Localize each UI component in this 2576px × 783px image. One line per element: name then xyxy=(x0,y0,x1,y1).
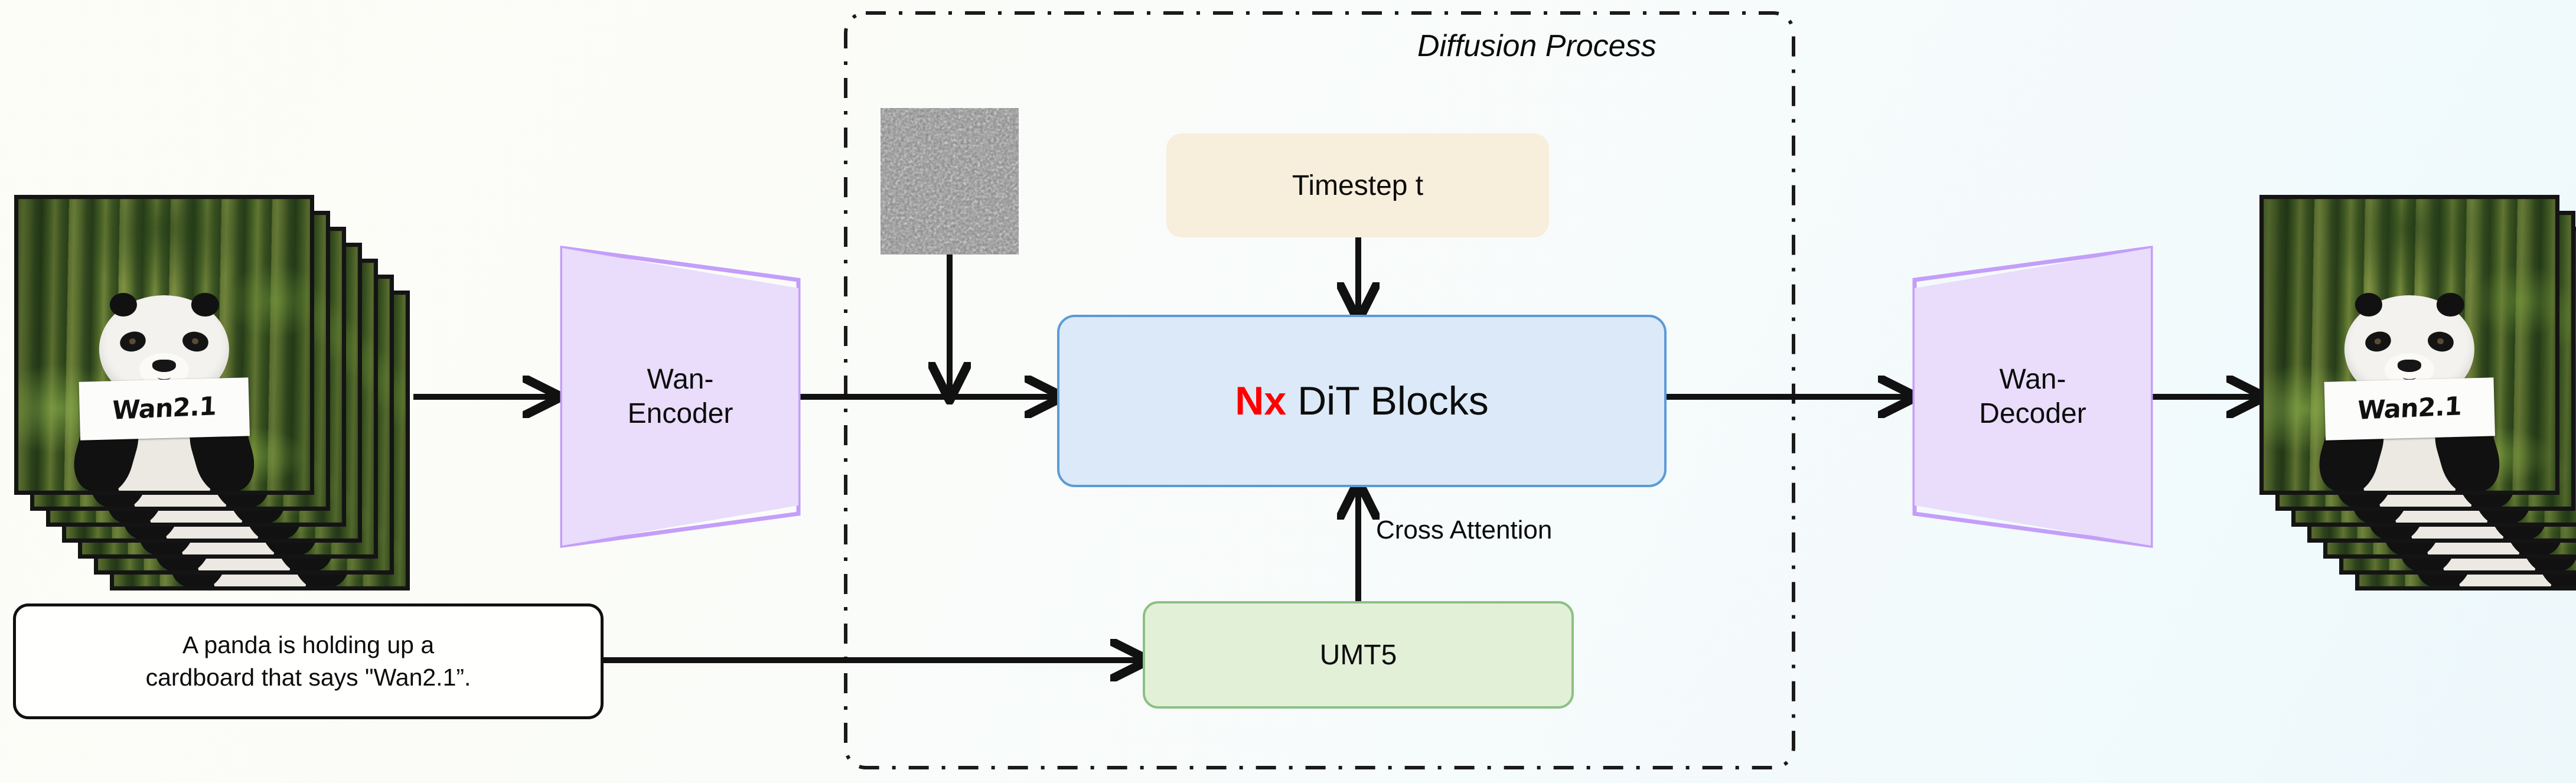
wan-sign-text: Wan2.1 xyxy=(2356,392,2463,426)
wan-sign-text: Wan2.1 xyxy=(111,392,217,426)
prompt-line-2: cardboard that says "Wan2.1”. xyxy=(145,664,471,691)
dit-blocks-count: N xyxy=(1235,379,1264,423)
prompt-line-1: A panda is holding up a xyxy=(182,631,435,659)
dit-blocks-node[interactable]: Nx DiT Blocks xyxy=(1057,315,1667,487)
wan-sign: Wan2.1 xyxy=(2324,377,2495,441)
wan-encoder-label-line2: Encoder xyxy=(627,398,733,429)
video-frame-front: Wan2.1 xyxy=(2259,195,2559,495)
wan-sign: Wan2.1 xyxy=(79,377,250,441)
diffusion-process-title: Diffusion Process xyxy=(1417,29,1657,63)
umt5-node[interactable]: UMT5 xyxy=(1143,601,1574,709)
panda-photo: Wan2.1 xyxy=(2264,199,2555,491)
panda-photo: Wan2.1 xyxy=(18,199,310,491)
umt5-label: UMT5 xyxy=(1319,639,1397,671)
wan-decoder-label-line1: Wan- xyxy=(1999,364,2066,396)
wan-decoder-node[interactable]: Wan- Decoder xyxy=(1915,248,2151,546)
dit-blocks-label: DiT Blocks xyxy=(1297,379,1489,423)
cross-attention-label: Cross Attention xyxy=(1376,516,1553,544)
wan-decoder-label-line2: Decoder xyxy=(1979,398,2086,429)
input-video-frame-stack[interactable]: Wan2.1Wan2.1Wan2.1Wan2.1Wan2.1Wan2.1Wan2… xyxy=(14,195,428,590)
timestep-node[interactable]: Timestep t xyxy=(1166,133,1549,237)
prompt-text-box[interactable]: A panda is holding up a cardboard that s… xyxy=(13,603,604,719)
video-frame-front: Wan2.1 xyxy=(14,195,314,495)
wan-encoder-label-line1: Wan- xyxy=(647,364,714,396)
dit-blocks-multiply: x xyxy=(1264,379,1287,423)
output-video-frame-stack[interactable]: Wan2.1Wan2.1Wan2.1Wan2.1Wan2.1Wan2.1Wan2… xyxy=(2259,195,2576,590)
gaussian-noise-patch-icon xyxy=(881,108,1019,255)
wan-encoder-node[interactable]: Wan- Encoder xyxy=(562,248,798,546)
timestep-label: Timestep t xyxy=(1292,169,1424,201)
